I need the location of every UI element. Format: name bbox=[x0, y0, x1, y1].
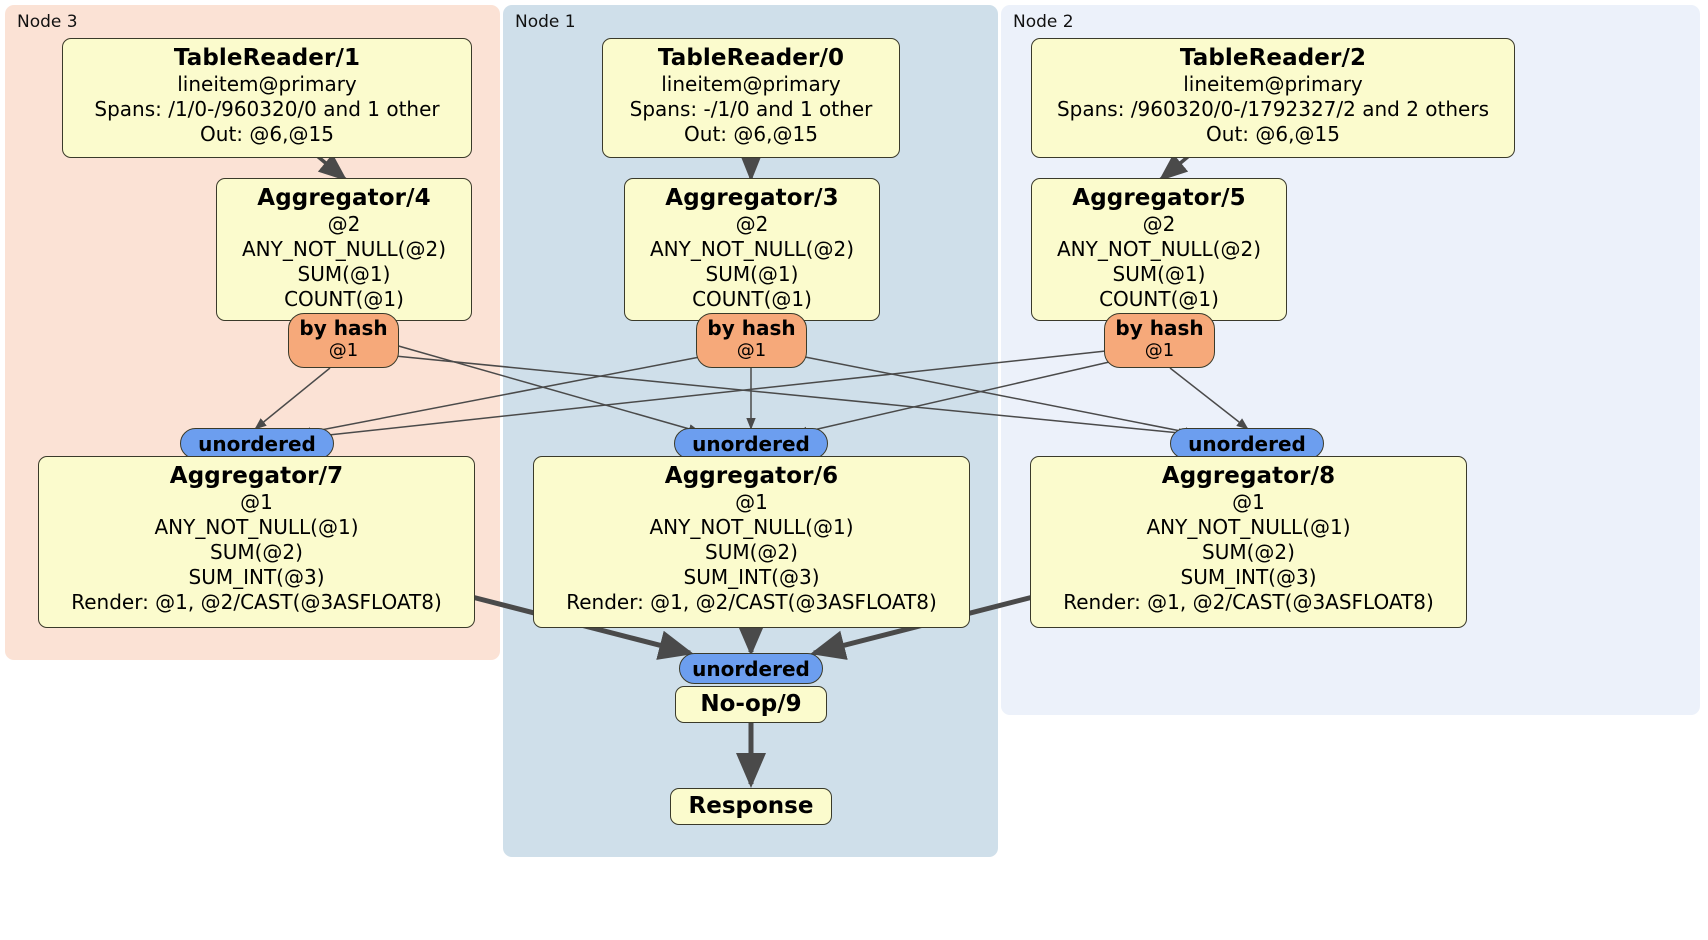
router-by-hash-aggregator-4[interactable]: by hash @1 bbox=[288, 313, 399, 368]
processor-detail: ANY_NOT_NULL(@2) bbox=[1057, 237, 1261, 261]
processor-title: Aggregator/8 bbox=[1161, 463, 1336, 489]
processor-detail: Spans: /960320/0-/1792327/2 and 2 others bbox=[1056, 97, 1489, 121]
processor-response[interactable]: Response bbox=[670, 788, 832, 825]
processor-detail: Render: @1, @2/CAST(@3ASFLOAT8) bbox=[566, 590, 937, 614]
synchronizer-label: unordered bbox=[1188, 432, 1306, 456]
node-panel-label-node1: Node 1 bbox=[515, 12, 576, 32]
processor-title: No-op/9 bbox=[700, 691, 802, 717]
processor-title: Aggregator/6 bbox=[664, 463, 839, 489]
processor-detail: lineitem@primary bbox=[661, 72, 841, 96]
router-by-hash-aggregator-5[interactable]: by hash @1 bbox=[1104, 313, 1215, 368]
processor-title: TableReader/1 bbox=[173, 45, 361, 71]
router-detail: @1 bbox=[1144, 340, 1175, 361]
processor-detail: Spans: /1/0-/960320/0 and 1 other bbox=[94, 97, 440, 121]
router-detail: @1 bbox=[328, 340, 359, 361]
synchronizer-label: unordered bbox=[692, 657, 810, 681]
processor-aggregator-4[interactable]: Aggregator/4 @2 ANY_NOT_NULL(@2) SUM(@1)… bbox=[216, 178, 472, 321]
processor-detail: Out: @6,@15 bbox=[684, 122, 818, 146]
processor-aggregator-5[interactable]: Aggregator/5 @2 ANY_NOT_NULL(@2) SUM(@1)… bbox=[1031, 178, 1287, 321]
processor-detail: ANY_NOT_NULL(@1) bbox=[154, 515, 359, 539]
processor-detail: COUNT(@1) bbox=[692, 287, 812, 311]
processor-title: Aggregator/5 bbox=[1072, 185, 1246, 211]
processor-detail: @2 bbox=[735, 212, 769, 236]
processor-tablereader-1[interactable]: TableReader/1 lineitem@primary Spans: /1… bbox=[62, 38, 472, 158]
processor-detail: ANY_NOT_NULL(@1) bbox=[649, 515, 854, 539]
processor-title: Aggregator/3 bbox=[665, 185, 839, 211]
processor-detail: @1 bbox=[735, 490, 768, 514]
router-by-hash-aggregator-3[interactable]: by hash @1 bbox=[696, 313, 807, 368]
router-detail: @1 bbox=[736, 340, 767, 361]
processor-detail: Spans: -/1/0 and 1 other bbox=[629, 97, 873, 121]
processor-detail: @2 bbox=[327, 212, 361, 236]
processor-detail: @1 bbox=[240, 490, 273, 514]
processor-detail: SUM_INT(@3) bbox=[188, 565, 325, 589]
synchronizer-unordered-aggregator-7[interactable]: unordered bbox=[180, 428, 334, 459]
processor-title: Aggregator/4 bbox=[257, 185, 431, 211]
processor-title: TableReader/2 bbox=[1179, 45, 1367, 71]
processor-detail: SUM_INT(@3) bbox=[1180, 565, 1317, 589]
processor-tablereader-2[interactable]: TableReader/2 lineitem@primary Spans: /9… bbox=[1031, 38, 1515, 158]
processor-detail: ANY_NOT_NULL(@1) bbox=[1146, 515, 1351, 539]
processor-detail: SUM(@2) bbox=[210, 540, 303, 564]
processor-detail: @1 bbox=[1232, 490, 1265, 514]
processor-detail: SUM(@1) bbox=[705, 262, 799, 286]
processor-detail: SUM(@2) bbox=[1202, 540, 1295, 564]
processor-noop-9[interactable]: No-op/9 bbox=[675, 686, 827, 723]
router-name: by hash bbox=[299, 316, 388, 340]
synchronizer-unordered-aggregator-8[interactable]: unordered bbox=[1170, 428, 1324, 459]
processor-detail: COUNT(@1) bbox=[1099, 287, 1219, 311]
processor-detail: Render: @1, @2/CAST(@3ASFLOAT8) bbox=[71, 590, 442, 614]
processor-detail: ANY_NOT_NULL(@2) bbox=[242, 237, 446, 261]
node-panel-label-node2: Node 2 bbox=[1013, 12, 1074, 32]
processor-aggregator-6[interactable]: Aggregator/6 @1 ANY_NOT_NULL(@1) SUM(@2)… bbox=[533, 456, 970, 628]
processor-detail: lineitem@primary bbox=[1183, 72, 1363, 96]
processor-aggregator-3[interactable]: Aggregator/3 @2 ANY_NOT_NULL(@2) SUM(@1)… bbox=[624, 178, 880, 321]
processor-detail: Render: @1, @2/CAST(@3ASFLOAT8) bbox=[1063, 590, 1434, 614]
processor-tablereader-0[interactable]: TableReader/0 lineitem@primary Spans: -/… bbox=[602, 38, 900, 158]
processor-aggregator-7[interactable]: Aggregator/7 @1 ANY_NOT_NULL(@1) SUM(@2)… bbox=[38, 456, 475, 628]
router-name: by hash bbox=[1115, 316, 1204, 340]
processor-detail: lineitem@primary bbox=[177, 72, 357, 96]
processor-title: TableReader/0 bbox=[657, 45, 845, 71]
processor-detail: @2 bbox=[1142, 212, 1176, 236]
synchronizer-label: unordered bbox=[692, 432, 810, 456]
processor-detail: SUM(@1) bbox=[1112, 262, 1206, 286]
synchronizer-unordered-noop-9[interactable]: unordered bbox=[679, 653, 823, 684]
processor-detail: SUM(@2) bbox=[705, 540, 798, 564]
processor-detail: ANY_NOT_NULL(@2) bbox=[650, 237, 854, 261]
synchronizer-label: unordered bbox=[198, 432, 316, 456]
synchronizer-unordered-aggregator-6[interactable]: unordered bbox=[674, 428, 828, 459]
processor-title: Response bbox=[688, 793, 814, 819]
router-name: by hash bbox=[707, 316, 796, 340]
processor-detail: SUM(@1) bbox=[297, 262, 391, 286]
processor-detail: Out: @6,@15 bbox=[200, 122, 334, 146]
processor-aggregator-8[interactable]: Aggregator/8 @1 ANY_NOT_NULL(@1) SUM(@2)… bbox=[1030, 456, 1467, 628]
processor-detail: COUNT(@1) bbox=[284, 287, 404, 311]
processor-title: Aggregator/7 bbox=[169, 463, 344, 489]
processor-detail: Out: @6,@15 bbox=[1206, 122, 1340, 146]
node-panel-label-node3: Node 3 bbox=[17, 12, 78, 32]
processor-detail: SUM_INT(@3) bbox=[683, 565, 820, 589]
